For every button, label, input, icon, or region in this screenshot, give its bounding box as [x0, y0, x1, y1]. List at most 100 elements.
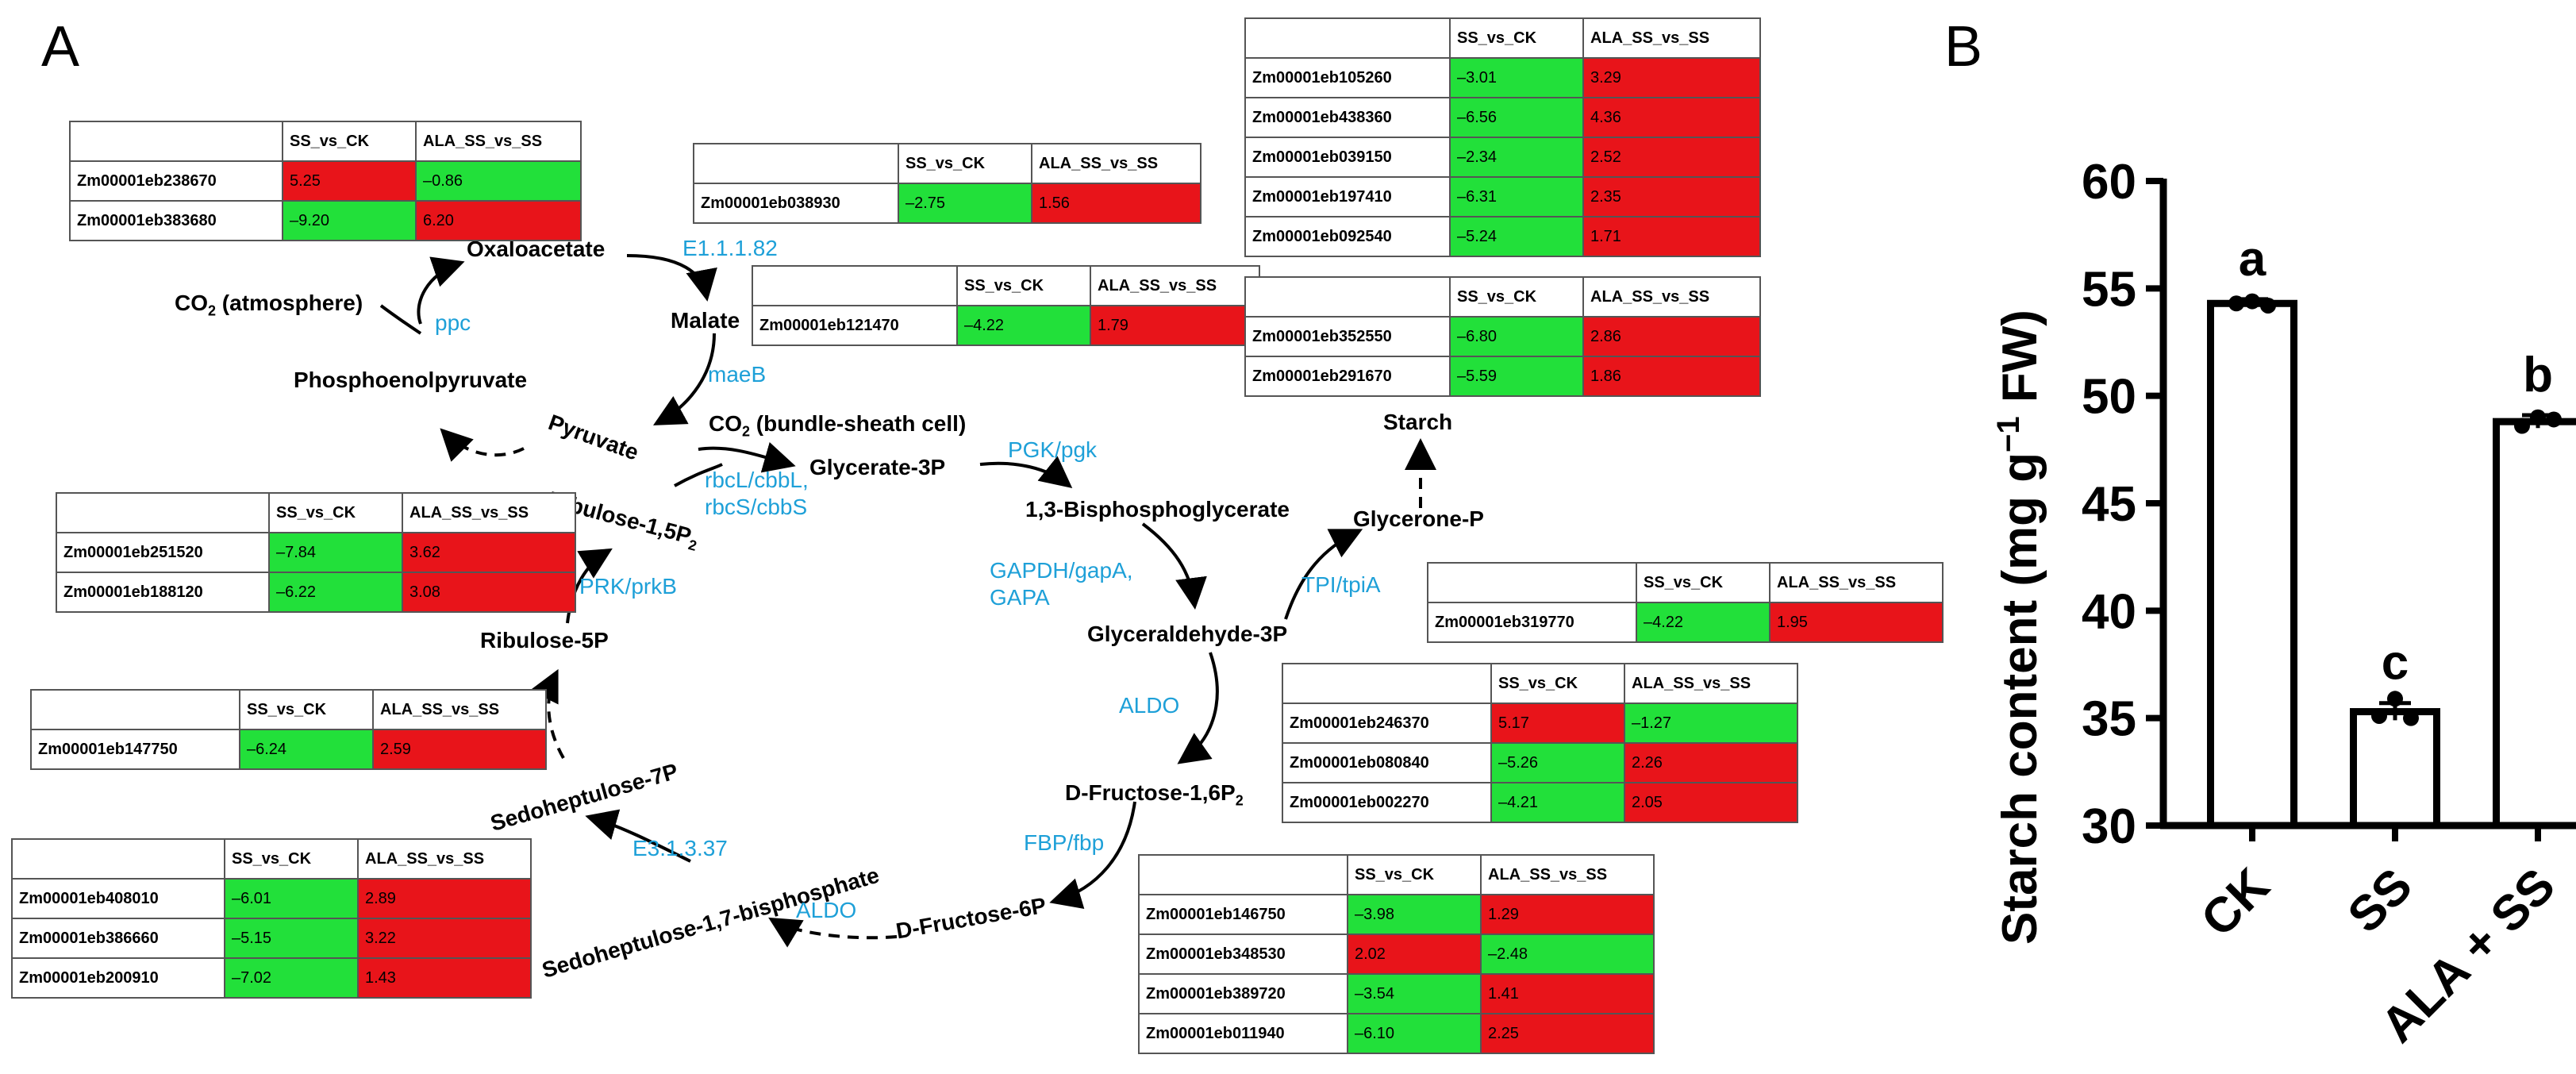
ss-vs-ck-value: –6.10	[1347, 1013, 1482, 1054]
data-point	[2546, 411, 2562, 428]
ala-ss-vs-ss-value: –2.48	[1480, 933, 1655, 975]
ss-vs-ck-value: –4.21	[1490, 782, 1625, 823]
gene-id-cell: Zm00001eb348530	[1138, 933, 1348, 975]
gene-id-cell: Zm00001eb147750	[30, 729, 240, 770]
ala-ss-vs-ss-value: –1.27	[1624, 703, 1798, 744]
table-corner-cell	[1427, 562, 1637, 603]
ss-vs-ck-value: –6.56	[1449, 97, 1584, 138]
enzyme-gapdh: GAPDH/gapA, GAPA	[990, 557, 1133, 610]
enzyme-tpi: TPI/tpiA	[1301, 572, 1381, 597]
ala-ss-vs-ss-value: 1.56	[1031, 183, 1201, 224]
header-ala-ss-vs-ss: ALA_SS_vs_SS	[1582, 276, 1761, 318]
bar	[2207, 299, 2297, 830]
arrow-fbp-to-f6p	[1049, 801, 1136, 909]
ss-vs-ck-value: –2.34	[1449, 137, 1584, 178]
gene-id-cell: Zm00001eb200910	[11, 957, 225, 999]
fbp-prefix: D-Fructose-1,6P	[1065, 780, 1236, 805]
data-point	[2371, 707, 2387, 724]
co2-atm-sub: 2	[208, 302, 217, 319]
ss-vs-ck-value: 5.17	[1490, 703, 1625, 744]
table-corner-cell	[1138, 854, 1348, 895]
co2-bs-suffix: (bundle-sheath cell)	[750, 411, 967, 436]
arrow-co2-to-glycerate	[698, 441, 796, 473]
gene-id-cell: Zm00001eb080840	[1282, 742, 1492, 783]
gene-id-cell: Zm00001eb146750	[1138, 894, 1348, 935]
table-corner-cell	[752, 265, 958, 306]
gene-id-cell: Zm00001eb246370	[1282, 703, 1492, 744]
ss-vs-ck-value: 2.02	[1347, 933, 1482, 975]
enzyme-aldo-2: ALDO	[796, 898, 857, 922]
gene-id-cell: Zm00001eb438360	[1244, 97, 1451, 138]
header-ala-ss-vs-ss: ALA_SS_vs_SS	[372, 689, 547, 730]
ala-ss-vs-ss-value: 1.43	[357, 957, 532, 999]
significance-letter: b	[2523, 348, 2553, 402]
ala-ss-vs-ss-value: 3.29	[1582, 57, 1761, 98]
chart-y-axis-label: Starch content (mg g−1 FW)	[1991, 310, 2047, 945]
header-ss-vs-ck: SS_vs_CK	[1490, 663, 1625, 704]
header-ala-ss-vs-ss: ALA_SS_vs_SS	[1480, 854, 1655, 895]
gene-id-cell: Zm00001eb291670	[1244, 356, 1451, 397]
ss-vs-ck-value: –6.80	[1449, 316, 1584, 357]
arrow-sbp-to-s7p	[585, 809, 691, 863]
enzyme-maeb: maeB	[708, 362, 767, 387]
starch-bar-chart: Starch content (mg g−1 FW) 3035404550556…	[1991, 155, 2576, 1053]
arrow-malate-to-pyruvate	[652, 333, 716, 425]
pathway-arrows	[379, 254, 1436, 948]
gene-id-cell: Zm00001eb319770	[1427, 602, 1637, 643]
ss-vs-ck-value: –4.22	[1636, 602, 1771, 643]
table-corner-cell	[69, 121, 283, 162]
table-corner-cell	[693, 143, 899, 184]
ylabel-sup: −1	[1991, 416, 2026, 452]
enzyme-gapdh-line2: GAPA	[990, 584, 1050, 610]
header-ss-vs-ck: SS_vs_CK	[1636, 562, 1771, 603]
enzyme-fbp: FBP/fbp	[1024, 830, 1105, 855]
table-corner-cell	[1244, 276, 1451, 318]
enzyme-e1-1-1-82: E1.1.1.82	[682, 236, 778, 260]
significance-letter: c	[2382, 636, 2409, 691]
header-ala-ss-vs-ss: ALA_SS_vs_SS	[1031, 143, 1201, 184]
x-tick-label: CK	[2191, 858, 2280, 947]
ss-vs-ck-value: –3.98	[1347, 894, 1482, 935]
ala-ss-vs-ss-value: 2.52	[1582, 137, 1761, 178]
arrow-f6p-to-sbp	[768, 917, 898, 948]
data-point	[2260, 297, 2276, 314]
ss-vs-ck-value: –4.22	[956, 305, 1091, 346]
enzyme-prk: PRK/prkB	[579, 574, 677, 599]
enzyme-rbc: rbcL/cbbL, rbcS/cbbS	[705, 467, 809, 520]
header-ss-vs-ck: SS_vs_CK	[239, 689, 374, 730]
header-ala-ss-vs-ss: ALA_SS_vs_SS	[357, 838, 532, 880]
node-13-bisphosphoglycerate: 1,3-Bisphosphoglycerate	[1025, 497, 1290, 522]
co2-atm-suffix: (atmosphere)	[216, 291, 363, 315]
gene-id-cell: Zm00001eb188120	[56, 572, 270, 613]
ala-ss-vs-ss-value: 1.71	[1582, 216, 1761, 257]
node-phosphoenolpyruvate: Phosphoenolpyruvate	[294, 368, 528, 392]
data-point	[2387, 691, 2403, 707]
y-tick-label: 45	[2082, 477, 2136, 532]
enzyme-ppc: ppc	[435, 310, 471, 335]
ss-vs-ck-value: –5.15	[224, 918, 359, 959]
data-point	[2244, 293, 2260, 310]
gene-id-cell: Zm00001eb238670	[69, 160, 283, 202]
fbp-sub: 2	[1235, 792, 1244, 809]
ala-ss-vs-ss-value: 2.05	[1624, 782, 1798, 823]
node-co2-bundle-sheath: CO2 (bundle-sheath cell)	[709, 413, 966, 439]
